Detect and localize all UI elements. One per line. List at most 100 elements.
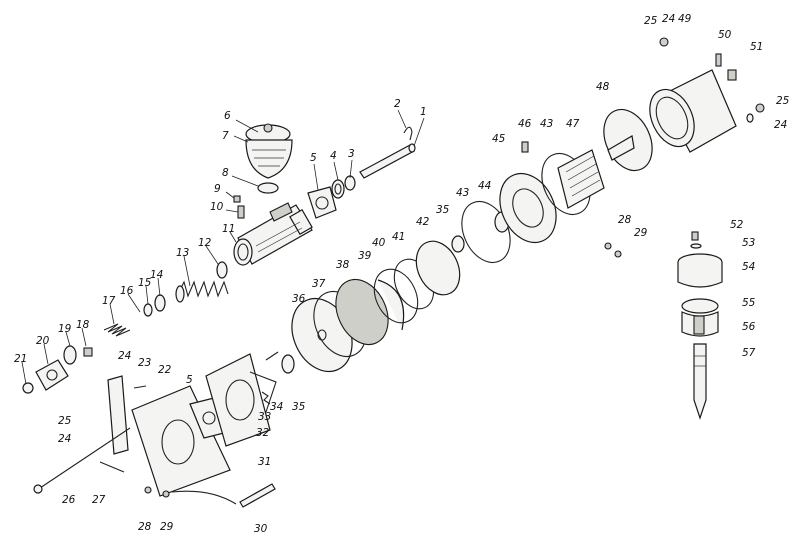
label-18: 18: [76, 319, 90, 331]
label-3: 3: [348, 148, 355, 160]
part-ring-3: [344, 175, 356, 191]
label-44: 44: [478, 180, 491, 192]
part-bolt-51: [727, 69, 737, 81]
label-23: 23: [138, 357, 151, 369]
label-42: 42: [416, 216, 430, 228]
part-reservoir: [245, 139, 293, 179]
label-30: 30: [254, 523, 268, 535]
part-disc-42: [415, 240, 461, 296]
label-34: 34: [270, 401, 283, 413]
part-spring-13: [175, 280, 229, 303]
part-cover-45: [499, 172, 557, 244]
label-52: 52: [730, 219, 744, 231]
label-24c: 24: [662, 13, 675, 25]
part-bolt-50: [715, 53, 722, 67]
part-ring-4: [331, 179, 345, 199]
part-reservoir-gasket: [257, 182, 279, 194]
part-spring-17: [103, 323, 131, 337]
part-rod-26: [33, 427, 131, 494]
label-41: 41: [392, 231, 405, 243]
part-clip: [403, 126, 413, 141]
label-55: 55: [742, 297, 756, 309]
label-39: 39: [358, 250, 372, 262]
label-5: 5: [310, 152, 317, 164]
part-screw-52: [691, 231, 699, 241]
label-12: 12: [198, 237, 212, 249]
label-20: 20: [36, 335, 50, 347]
callout-labels: 1 2 3 4 5 6 7 8 9 10 11 12 13 14 15 16 1…: [14, 13, 790, 535]
label-9: 9: [214, 183, 221, 195]
label-38: 38: [336, 259, 350, 271]
label-35: 35: [292, 401, 306, 413]
label-56: 56: [742, 321, 756, 333]
label-8: 8: [222, 167, 229, 179]
part-nut-25c: [755, 103, 765, 113]
part-screw-28b: [604, 242, 612, 250]
label-51: 51: [750, 41, 763, 53]
part-seal-12: [216, 261, 228, 279]
label-11: 11: [222, 223, 235, 235]
label-27: 27: [92, 494, 106, 506]
part-spring-33: [261, 391, 271, 405]
label-19: 19: [58, 323, 72, 335]
label-22: 22: [158, 364, 172, 376]
label-47: 47: [566, 118, 580, 130]
label-49: 49: [678, 13, 692, 25]
part-rod-30: [239, 483, 276, 508]
part-tube-57: [693, 343, 707, 420]
label-40: 40: [372, 237, 386, 249]
label-35b: 35: [436, 204, 450, 216]
label-28: 28: [138, 521, 152, 533]
label-24d: 24: [774, 119, 787, 131]
part-nut-25b: [659, 37, 669, 47]
label-29: 29: [160, 521, 174, 533]
part-piston-48: [603, 108, 653, 172]
label-13: 13: [176, 247, 189, 259]
part-screw-9: [233, 195, 241, 203]
label-57: 57: [742, 347, 756, 359]
part-washer-14: [154, 294, 166, 312]
part-bellows-47: [557, 149, 605, 209]
part-screw-29a: [162, 490, 170, 498]
label-29b: 29: [634, 227, 648, 239]
label-24b: 24: [58, 433, 71, 445]
part-washer-53: [690, 243, 702, 249]
part-wire: [171, 490, 237, 505]
label-16: 16: [120, 285, 134, 297]
label-5b: 5: [186, 374, 193, 386]
part-cap-54: [677, 253, 723, 288]
label-10: 10: [210, 201, 224, 213]
part-bolt-10: [237, 205, 245, 219]
label-37: 37: [312, 278, 326, 290]
label-26: 26: [62, 494, 76, 506]
label-53: 53: [742, 237, 755, 249]
part-pin-34: [265, 351, 279, 361]
part-reservoir-cap: [245, 123, 291, 144]
part-bracket-23: [107, 375, 129, 455]
label-54: 54: [742, 261, 755, 273]
label-33: 33: [258, 411, 271, 423]
label-50: 50: [718, 29, 732, 41]
label-46: 46: [518, 118, 532, 130]
label-28b: 28: [618, 214, 632, 226]
part-bolt-22: [133, 385, 147, 389]
label-15: 15: [138, 277, 152, 289]
part-washer-35a: [281, 354, 295, 374]
label-14: 14: [150, 269, 163, 281]
part-pin: [359, 143, 416, 179]
label-25: 25: [58, 415, 72, 427]
label-43b: 43: [540, 118, 553, 130]
part-screw-28a: [144, 486, 152, 494]
label-25b: 25: [644, 15, 658, 27]
part-bleed-18: [83, 347, 93, 357]
label-2: 2: [394, 98, 401, 110]
part-filter-55: [681, 298, 719, 314]
part-mounting-plate: [131, 385, 231, 497]
part-lever-32: [249, 371, 277, 413]
label-6: 6: [224, 110, 231, 122]
label-1: 1: [420, 106, 427, 118]
part-valve-46: [521, 141, 529, 153]
label-48: 48: [596, 81, 610, 93]
part-washer-35b: [451, 235, 465, 253]
